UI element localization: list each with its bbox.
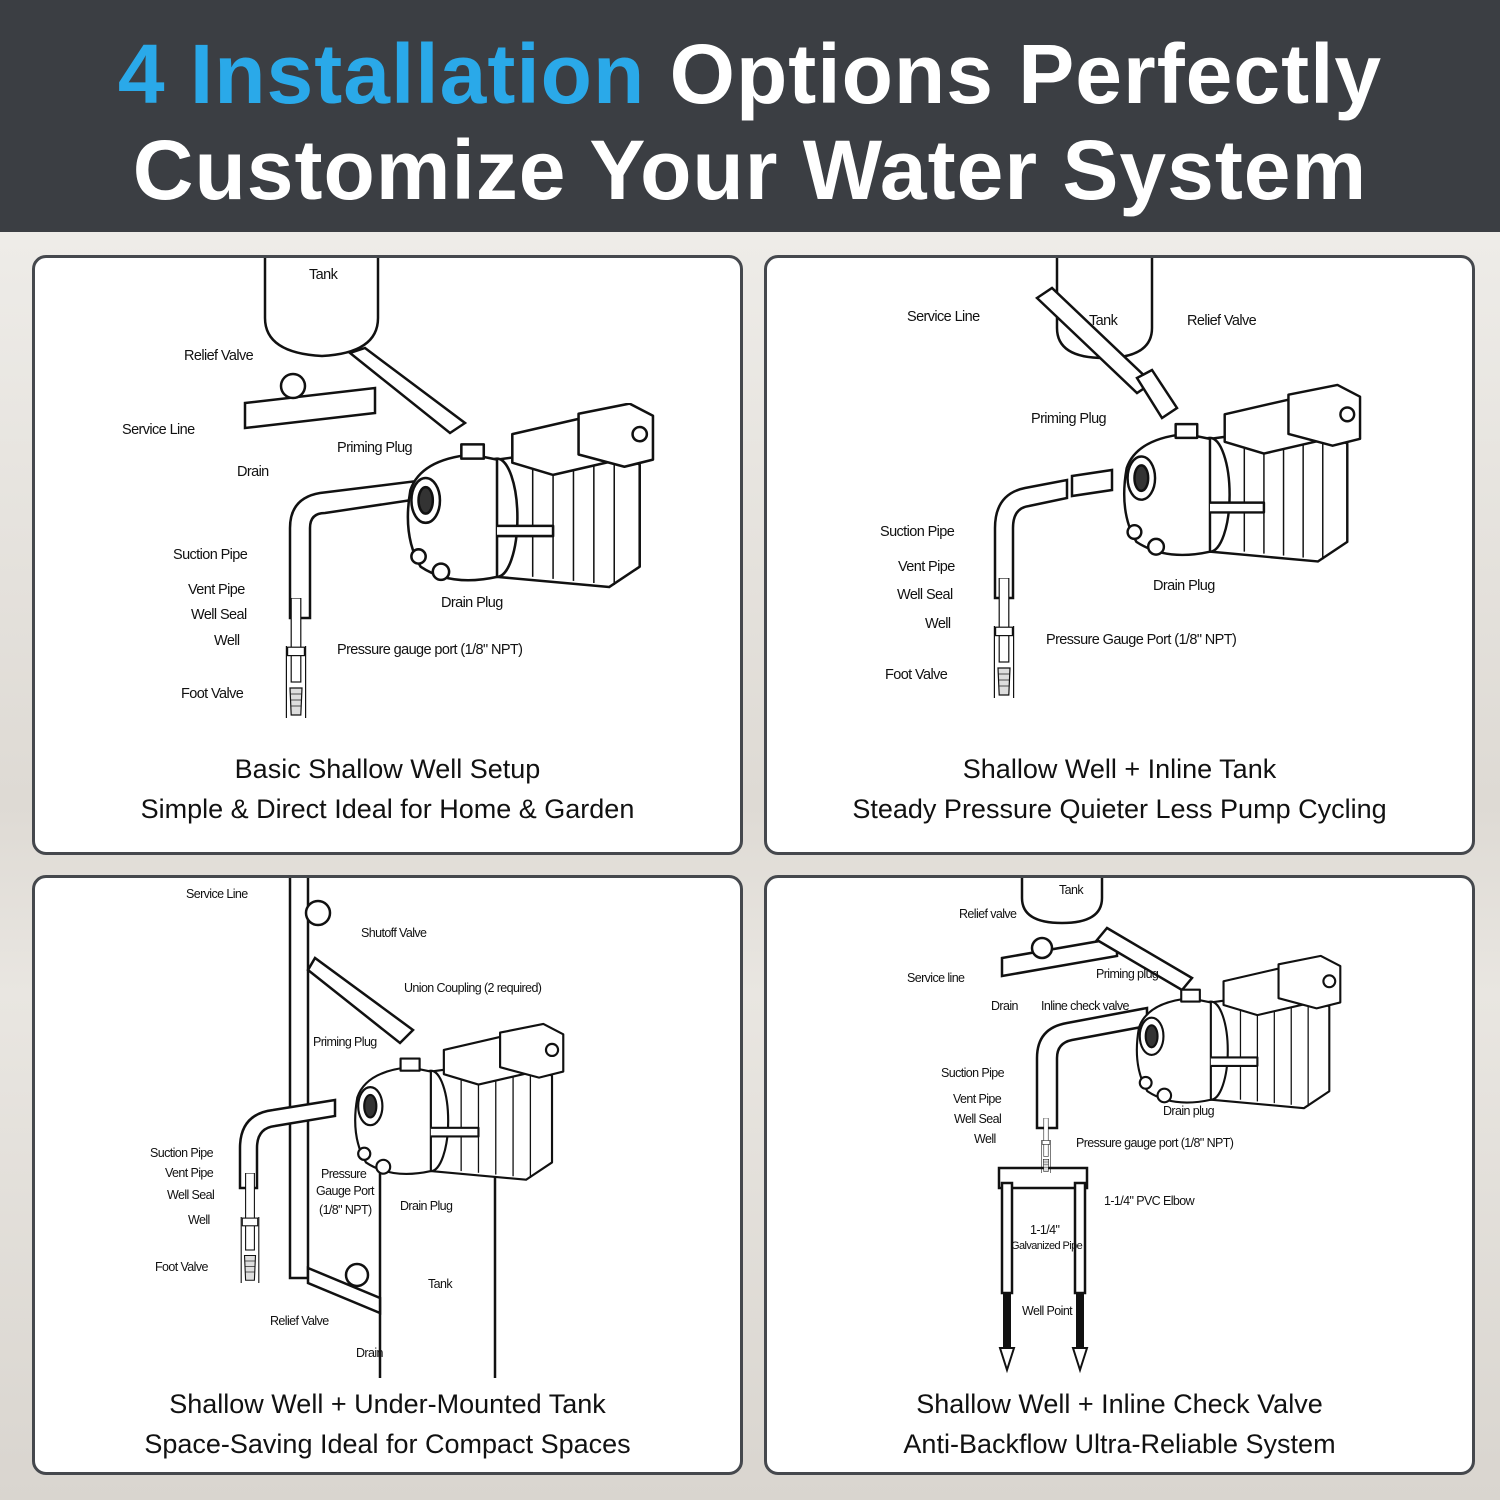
label-foot-valve: Foot Valve [885, 667, 948, 683]
label-service-line: Service Line [122, 422, 195, 438]
label-suction-pipe: Suction Pipe [941, 1066, 1005, 1080]
panel-subtitle: Space-Saving Ideal for Compact Spaces [144, 1429, 631, 1459]
label-well: Well [974, 1132, 996, 1146]
label-drain: Drain [237, 464, 269, 480]
label-well: Well [188, 1213, 210, 1227]
label-relief-valve: Relief valve [959, 907, 1017, 921]
panel-title: Shallow Well + Inline Tank [962, 754, 1277, 784]
label-well-seal: Well Seal [167, 1188, 215, 1202]
label-pressure-gauge-port: Pressure gauge port (1/8" NPT) [337, 642, 523, 658]
panel-inline-check-valve: Tank Relief valve Service line Priming p… [764, 875, 1475, 1475]
panel-subtitle: Anti-Backflow Ultra-Reliable System [903, 1429, 1336, 1459]
headline-line-2: Customize Your Water System [132, 123, 1368, 217]
label-tank: Tank [1059, 883, 1084, 897]
panel-subtitle: Steady Pressure Quieter Less Pump Cyclin… [852, 794, 1387, 824]
label-well-seal: Well Seal [897, 587, 953, 603]
panel-basic-shallow-well: Tank Relief Valve Service Line Drain Pri… [32, 255, 743, 855]
label-suction-pipe: Suction Pipe [173, 547, 248, 563]
label-service-line: Service line [907, 971, 965, 985]
label-pipe-size: 1-1/4" [1030, 1223, 1060, 1237]
label-pressure: Pressure [321, 1167, 367, 1181]
label-vent-pipe: Vent Pipe [165, 1166, 214, 1180]
label-well: Well [925, 616, 951, 632]
tank-shape [263, 258, 380, 358]
label-relief-valve: Relief Valve [184, 348, 254, 364]
diagram-basic-shallow-well [243, 258, 655, 718]
panel-title: Shallow Well + Inline Check Valve [916, 1389, 1323, 1419]
label-pressure-gauge-port: Pressure Gauge Port (1/8" NPT) [1046, 632, 1237, 648]
label-foot-valve: Foot Valve [155, 1260, 208, 1274]
label-well-point: Well Point [1022, 1304, 1073, 1318]
label-shutoff-valve: Shutoff Valve [361, 926, 427, 940]
label-pressure-gauge-port: Pressure gauge port (1/8" NPT) [1076, 1136, 1234, 1150]
diagram-inline-tank [993, 258, 1362, 698]
label-priming-plug: Priming Plug [1031, 411, 1107, 427]
label-vent-pipe: Vent Pipe [188, 582, 245, 598]
label-tank: Tank [428, 1277, 453, 1291]
label-relief-valve: Relief Valve [270, 1314, 329, 1328]
label-service-line: Service Line [907, 309, 980, 325]
headline-rest: Options Perfectly [669, 27, 1383, 121]
panel-inline-tank: Service Line Tank Relief Valve Priming P… [764, 255, 1475, 855]
label-drain-plug: Drain Plug [441, 595, 503, 611]
label-npt: (1/8" NPT) [319, 1203, 372, 1217]
label-foot-valve: Foot Valve [181, 686, 244, 702]
label-drain: Drain [356, 1346, 383, 1360]
label-union-coupling: Union Coupling (2 required) [404, 981, 542, 995]
label-drain-plug: Drain plug [1163, 1104, 1215, 1118]
label-relief-valve: Relief Valve [1187, 313, 1257, 329]
label-drain-plug: Drain Plug [400, 1199, 453, 1213]
label-galvanized-pipe: Galvanized Pipe [1011, 1240, 1083, 1252]
panel-title: Basic Shallow Well Setup [234, 754, 541, 784]
label-priming-plug: Priming Plug [313, 1035, 377, 1049]
label-tank: Tank [1089, 313, 1118, 329]
headline-accent: 4 Installation [117, 27, 646, 121]
panel-under-mounted-tank: Service Line Shutoff Valve Union Couplin… [32, 875, 743, 1475]
label-priming-plug: Priming Plug [337, 440, 413, 456]
panel-subtitle: Simple & Direct Ideal for Home & Garden [140, 794, 635, 824]
panel-title: Shallow Well + Under-Mounted Tank [169, 1389, 606, 1419]
diagram-under-mounted-tank [238, 878, 565, 1378]
label-suction-pipe: Suction Pipe [150, 1146, 214, 1160]
label-well-seal: Well Seal [191, 607, 247, 623]
label-drain-plug: Drain Plug [1153, 578, 1215, 594]
label-suction-pipe: Suction Pipe [880, 524, 955, 540]
label-drain: Drain [991, 999, 1018, 1013]
label-well: Well [214, 633, 240, 649]
headline-line-1: 4 Installation Options Perfectly [0, 26, 1500, 123]
label-priming-plug: Priming plug [1096, 967, 1159, 981]
label-well-seal: Well Seal [954, 1112, 1002, 1126]
label-vent-pipe: Vent Pipe [898, 559, 955, 575]
label-service-line: Service Line [186, 887, 248, 901]
label-inline-check-valve: Inline check valve [1041, 999, 1129, 1013]
label-tank: Tank [309, 267, 338, 283]
header-banner: 4 Installation Options Perfectly Customi… [0, 0, 1500, 232]
label-gauge-port: Gauge Port [316, 1184, 375, 1198]
label-vent-pipe: Vent Pipe [953, 1092, 1002, 1106]
diagram-inline-check-valve [997, 878, 1342, 1374]
label-pvc-elbow: 1-1/4" PVC Elbow [1104, 1194, 1195, 1208]
